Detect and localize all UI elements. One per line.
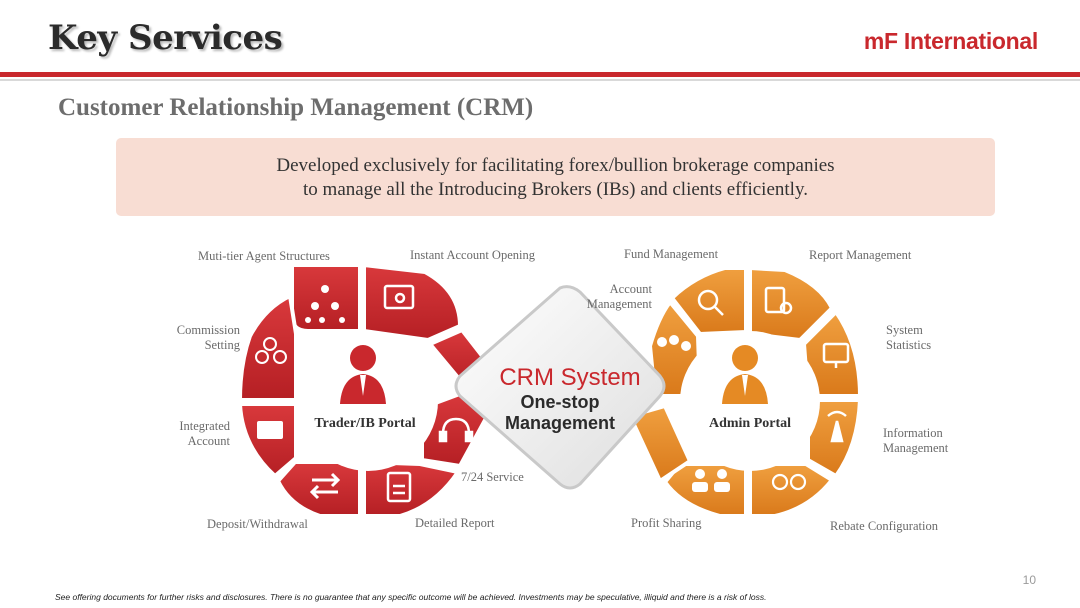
trader-person-icon (340, 345, 386, 404)
label-detailed-report: Detailed Report (415, 516, 495, 530)
header-rule (0, 72, 1080, 77)
label-deposit-withdrawal: Deposit/Withdrawal (207, 517, 308, 531)
integrated-account-icon (257, 421, 283, 439)
segment-rebate (748, 462, 835, 518)
banner-line-2: to manage all the Introducing Brokers (I… (303, 179, 808, 200)
label-service: 7/24 Service (461, 470, 524, 484)
slide-title: Key Services (48, 18, 283, 58)
statistics-monitor-icon (822, 342, 850, 368)
rebate-coins-icon (771, 473, 807, 491)
label-fund-management: Fund Management (624, 247, 719, 261)
description-banner: Developed exclusively for facilitating f… (116, 138, 995, 216)
profit-sharing-icon (692, 469, 730, 492)
segment-report-mgmt (748, 265, 835, 343)
label-integrated-account: Integrated Account (179, 419, 230, 448)
crm-center-line-2: One-stop (520, 392, 600, 412)
label-information-management: Information Management (883, 426, 949, 455)
segment-deposit (275, 460, 362, 518)
section-title: Customer Relationship Management (CRM) (58, 94, 534, 121)
label-agent-structures: Muti-tier Agent Structures (198, 249, 330, 263)
headset-icon (438, 417, 474, 443)
page-number: 10 (1022, 573, 1036, 587)
admin-person-icon (722, 345, 768, 404)
brand-logo: mF International (863, 28, 1038, 54)
segment-commission (237, 293, 298, 402)
report-document-icon (386, 471, 412, 503)
commission-coins-icon (255, 337, 287, 364)
segment-statistics (801, 308, 863, 398)
label-commission-setting: Commission Setting (176, 323, 240, 352)
header-rule-shadow (0, 79, 1080, 81)
disclaimer-text: See offering documents for further risks… (55, 592, 767, 602)
trader-portal-name: Trader/IB Portal (314, 416, 416, 431)
admin-portal-name: Admin Portal (708, 416, 792, 431)
crm-center-diamond (454, 285, 666, 490)
segment-connector-bottom (627, 403, 693, 484)
transfer-arrows-icon (309, 472, 341, 500)
crm-center-line-1: CRM System (499, 364, 641, 391)
admin-portal-ring (627, 265, 863, 518)
banner-line-1: Developed exclusively for facilitating f… (276, 155, 835, 176)
label-system-statistics: System Statistics (886, 323, 932, 352)
label-rebate-configuration: Rebate Configuration (830, 519, 938, 533)
broadcast-antenna-icon (827, 410, 847, 443)
label-report-management: Report Management (809, 248, 912, 262)
segment-fund (669, 266, 748, 337)
crm-diagram-graphic (237, 262, 863, 518)
fund-search-icon (697, 289, 724, 316)
label-account-management: Account Management (586, 282, 652, 311)
label-instant-account-opening: Instant Account Opening (410, 248, 535, 262)
crm-center-line-3: Management (504, 413, 616, 433)
account-opening-icon (383, 284, 415, 310)
label-profit-sharing: Profit Sharing (631, 516, 702, 530)
crm-diagram: CRM System One-stop Management Trader/IB… (160, 236, 980, 556)
report-search-icon (764, 286, 793, 315)
account-group-icon (657, 335, 691, 351)
segment-integrated (237, 402, 298, 479)
agent-hierarchy-icon (305, 285, 345, 323)
segment-agent-structure (290, 263, 362, 333)
